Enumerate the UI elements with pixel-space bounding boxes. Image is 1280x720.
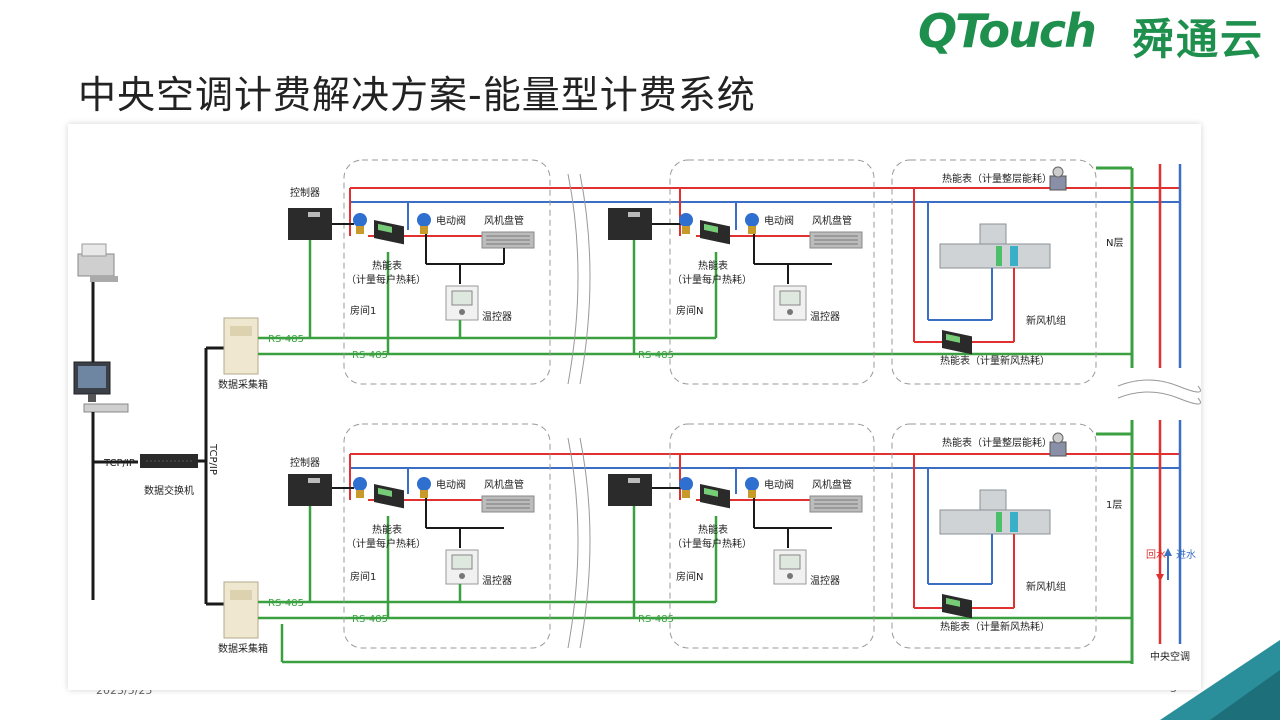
supply-water-label: 进水 xyxy=(1176,549,1196,561)
room-n-boundary xyxy=(669,159,875,385)
network-switch-icon xyxy=(140,454,198,468)
valve-icon xyxy=(679,477,693,498)
electric-valve-label: 电动阀 xyxy=(436,214,466,227)
thermostat-icon xyxy=(445,549,479,585)
heat-meter-label: 热能表 xyxy=(698,523,728,536)
fresh-air-unit-label: 新风机组 xyxy=(1026,580,1066,593)
data-box-label-top: 数据采集箱 xyxy=(218,378,268,391)
fan-coil-label: 风机盘管 xyxy=(484,478,524,491)
heat-meter-icon xyxy=(374,484,404,509)
fan-coil-icon xyxy=(481,495,535,513)
room-1-boundary xyxy=(343,159,551,385)
thermostat-icon xyxy=(773,285,807,321)
room-n-label: 房间N xyxy=(676,570,703,583)
thermostat-icon xyxy=(773,549,807,585)
floor-n-label: N层 xyxy=(1106,237,1123,249)
central-ac-label: 中央空调 xyxy=(1150,650,1190,663)
valve-icon xyxy=(745,213,759,234)
fresh-air-boundary xyxy=(891,423,1097,649)
brand-logo-latin: QTouch xyxy=(918,4,1097,58)
heat-meter-icon xyxy=(700,220,730,245)
heat-meter-floor-label: 热能表（计量整层能耗） xyxy=(942,436,1052,449)
computer-icon xyxy=(73,361,129,413)
rs485-label: RS-485 xyxy=(268,598,304,609)
system-diagram: TCP/IP 数据交换机 TCP/IP 数据采集箱 RS-485 RS-485 … xyxy=(73,159,1201,664)
rs485-label: RS-485 xyxy=(638,350,674,361)
slide-title: 中央空调计费解决方案-能量型计费系统 xyxy=(78,73,756,117)
room-1-label: 房间1 xyxy=(350,304,376,317)
corner-decoration xyxy=(1160,640,1280,720)
room-n-boundary xyxy=(669,423,875,649)
controller-icon xyxy=(288,208,332,240)
diagram-panel: TCP/IP 数据交换机 TCP/IP 数据采集箱 RS-485 RS-485 … xyxy=(68,124,1201,690)
heat-meter-icon xyxy=(942,594,972,619)
fresh-air-boundary xyxy=(891,159,1097,385)
heat-meter-icon xyxy=(700,484,730,509)
fan-coil-icon xyxy=(809,231,863,249)
heat-meter-label: 热能表 xyxy=(372,523,402,536)
heat-meter-fresh-label: 热能表（计量新风热耗） xyxy=(940,620,1050,633)
data-box-top xyxy=(223,317,259,375)
electric-valve-label: 电动阀 xyxy=(764,478,794,491)
rs485-label: RS-485 xyxy=(638,614,674,625)
valve-icon xyxy=(745,477,759,498)
heat-meter-label: 热能表 xyxy=(372,259,402,272)
room-1-label: 房间1 xyxy=(350,570,376,583)
valve-icon xyxy=(353,477,367,498)
switch-label: 数据交换机 xyxy=(144,484,194,497)
rs485-label: RS-485 xyxy=(268,334,304,345)
valve-icon xyxy=(353,213,367,234)
room-1-boundary xyxy=(343,423,551,649)
thermostat-label: 温控器 xyxy=(810,310,840,323)
heat-meter-icon xyxy=(374,220,404,245)
thermostat-label: 温控器 xyxy=(482,310,512,323)
flow-meter-icon xyxy=(1049,432,1067,457)
controller-label: 控制器 xyxy=(290,456,320,469)
printer-icon xyxy=(77,243,118,282)
data-box-label-bottom: 数据采集箱 xyxy=(218,642,268,655)
fresh-air-unit-label: 新风机组 xyxy=(1026,314,1066,327)
thermostat-icon xyxy=(445,285,479,321)
controller-icon xyxy=(288,474,332,506)
thermostat-label: 温控器 xyxy=(810,574,840,587)
heat-meter-per-room-label: （计量每户热耗） xyxy=(346,273,426,286)
electric-valve-label: 电动阀 xyxy=(764,214,794,227)
valve-icon xyxy=(417,213,431,234)
floor-1-label: 1层 xyxy=(1106,499,1122,511)
fan-coil-icon xyxy=(481,231,535,249)
heat-meter-label: 热能表 xyxy=(698,259,728,272)
controller-icon xyxy=(608,208,652,240)
fan-coil-label: 风机盘管 xyxy=(812,214,852,227)
heat-meter-per-room-label: （计量每户热耗） xyxy=(672,537,752,550)
data-box-bottom xyxy=(223,581,259,639)
controller-icon xyxy=(608,474,652,506)
fan-coil-label: 风机盘管 xyxy=(484,214,524,227)
tcpip-label-vertical: TCP/IP xyxy=(207,443,218,475)
return-water-label: 回水 xyxy=(1146,549,1166,561)
flow-meter-icon xyxy=(1049,166,1067,191)
tcpip-label-left: TCP/IP xyxy=(103,458,135,469)
valve-icon xyxy=(417,477,431,498)
rs485-label: RS-485 xyxy=(352,614,388,625)
heat-meter-fresh-label: 热能表（计量新风热耗） xyxy=(940,354,1050,367)
heat-meter-per-room-label: （计量每户热耗） xyxy=(346,537,426,550)
rs485-label: RS-485 xyxy=(352,350,388,361)
electric-valve-label: 电动阀 xyxy=(436,478,466,491)
fresh-air-unit-icon xyxy=(939,223,1051,269)
room-n-label: 房间N xyxy=(676,304,703,317)
heat-meter-icon xyxy=(942,330,972,355)
fan-coil-label: 风机盘管 xyxy=(812,478,852,491)
brand-logo-chinese: 舜通云 xyxy=(1132,15,1265,64)
heat-meter-floor-label: 热能表（计量整层能耗） xyxy=(942,172,1052,185)
thermostat-label: 温控器 xyxy=(482,574,512,587)
fresh-air-unit-icon xyxy=(939,489,1051,535)
controller-label: 控制器 xyxy=(290,186,320,199)
heat-meter-per-room-label: （计量每户热耗） xyxy=(672,273,752,286)
valve-icon xyxy=(679,213,693,234)
fan-coil-icon xyxy=(809,495,863,513)
